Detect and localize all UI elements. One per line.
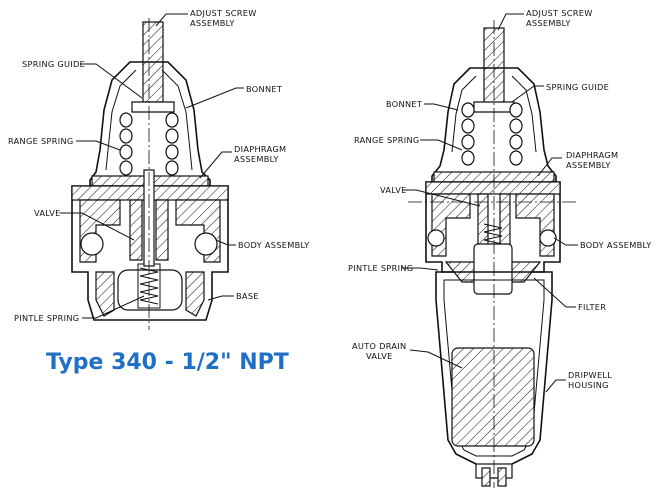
left-spring-guide-label: SPRING GUIDE (22, 59, 85, 69)
right-spring-guide-label: SPRING GUIDE (546, 82, 609, 92)
right-auto-drain-label-1: AUTO DRAIN (352, 341, 406, 351)
right-diaphragm-label-1: DIAPHRAGM (566, 150, 618, 160)
right-body-assembly-label: BODY ASSEMBLY (580, 240, 652, 250)
right-filter-label: FILTER (578, 302, 606, 312)
model-title: Type 340 - 1/2" NPT (46, 350, 289, 375)
right-adjust-screw-label-1: ADJUST SCREW (526, 8, 593, 18)
right-range-spring-coils (461, 102, 523, 166)
left-base-label: BASE (236, 291, 259, 301)
left-valve-label: VALVE (34, 208, 61, 218)
right-bonnet-label: BONNET (386, 99, 423, 109)
left-labels: ADJUST SCREW ASSEMBLY SPRING GUIDE BONNE… (8, 8, 310, 323)
right-dripwell-label-2: HOUSING (568, 380, 609, 390)
right-diaphragm-label-2: ASSEMBLY (566, 160, 611, 170)
left-body-assembly-label: BODY ASSEMBLY (238, 240, 310, 250)
right-regulator-drawing (408, 20, 576, 488)
left-regulator-drawing (71, 18, 229, 330)
left-leader-lines (60, 13, 244, 319)
left-range-spring-coils (119, 112, 179, 176)
left-diaphragm-label-2: ASSEMBLY (234, 154, 279, 164)
left-range-spring-label: RANGE SPRING (8, 136, 74, 146)
right-valve-label: VALVE (380, 185, 407, 195)
right-labels: ADJUST SCREW ASSEMBLY SPRING GUIDE BONNE… (348, 8, 652, 390)
left-adjust-screw-label-1: ADJUST SCREW (190, 8, 257, 18)
left-diaphragm-label-1: DIAPHRAGM (234, 144, 286, 154)
left-adjust-screw-label-2: ASSEMBLY (190, 18, 235, 28)
left-pintle-spring-label: PINTLE SPRING (14, 313, 79, 323)
right-dripwell-label-1: DRIPWELL (568, 370, 612, 380)
right-adjust-screw-label-2: ASSEMBLY (526, 18, 571, 28)
right-pintle-spring-label: PINTLE SPRING (348, 263, 413, 273)
right-leader-lines (402, 13, 578, 393)
right-range-spring-label: RANGE SPRING (354, 135, 420, 145)
right-auto-drain-label-2: VALVE (366, 351, 393, 361)
left-bonnet-label: BONNET (246, 84, 283, 94)
